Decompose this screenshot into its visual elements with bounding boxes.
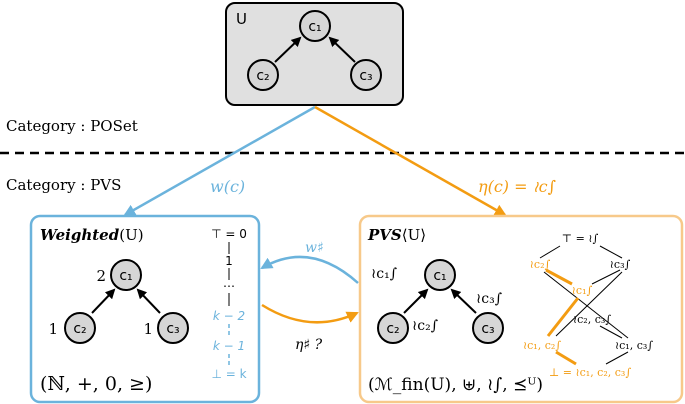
lat-edge-c3-c1c2 <box>555 271 623 337</box>
category-poset-label: Category : POSet <box>6 117 138 135</box>
eta-sharp-label: η♯ ? <box>295 337 323 353</box>
lat-c2c3: ≀c₂, c₃∫ <box>573 313 611 326</box>
category-pvs-label: Category : PVS <box>6 176 121 194</box>
weighted-edge-c2-c1 <box>91 288 116 314</box>
weight-c2: 1 <box>48 320 58 338</box>
w-arrow-label: w(c) <box>210 177 245 196</box>
lat-edge-c2-c1 <box>545 268 573 286</box>
pvs-node-c2: c₂ <box>377 312 409 344</box>
ladder-bottom: ⊥ = k <box>211 367 246 381</box>
pvs-node-label-c1: ≀c₁∫ <box>371 266 397 282</box>
pvs-node-c3: c₃ <box>472 312 504 344</box>
eta-arrow <box>314 105 507 217</box>
pvs-structure: (ℳ_fin(U), ⊎, ≀∫, ⪯ᵁ) <box>368 375 543 395</box>
pvs-lattice: ⊤ = ≀∫ ≀c₂∫ ≀c₃∫ ≀c₁∫ ≀c₂, c₃∫ ≀c₁, c₂∫ … <box>523 232 653 379</box>
weight-c3: 1 <box>143 320 153 338</box>
lat-top: ⊤ = ≀∫ <box>562 232 599 245</box>
top-node-c2: c₂ <box>247 59 279 91</box>
ladder-k2: k − 2 <box>213 309 245 323</box>
w-sharp-label: w♯ <box>305 240 324 256</box>
lat-c2: ≀c₂∫ <box>530 258 551 271</box>
lat-c1c2: ≀c₁, c₂∫ <box>523 339 561 352</box>
pvs-node-c1: c₁ <box>424 259 456 291</box>
svg-text:c₃: c₃ <box>359 68 372 84</box>
ladder-k1: k − 1 <box>213 339 245 353</box>
lat-c1: ≀c₁∫ <box>572 284 593 297</box>
lat-edge-c1c2-bottom <box>555 350 577 366</box>
weighted-edge-c3-c1 <box>136 288 161 314</box>
weighted-node-c1: c₁ <box>110 259 142 291</box>
weighted-structure: (ℕ, +, 0, ≥) <box>40 373 152 395</box>
svg-text:c₃: c₃ <box>481 321 494 337</box>
lat-edge-c3-c1 <box>591 269 621 285</box>
pvs-edge-c3-c1 <box>450 288 477 314</box>
lat-edge-c1-c1c2 <box>546 297 580 337</box>
svg-text:c₂: c₂ <box>256 68 269 84</box>
ladder-one: 1 <box>225 254 233 268</box>
svg-text:c₃: c₃ <box>166 321 179 337</box>
lat-bottom: ⊥ = ≀c₁, c₂, c₃∫ <box>549 366 631 379</box>
weight-c1: 2 <box>96 267 106 285</box>
lat-edge-c1c3-bottom <box>605 351 629 365</box>
pvs-node-label-c2: ≀c₂∫ <box>412 318 438 334</box>
weighted-box <box>29 214 261 404</box>
top-node-c1: c₁ <box>299 10 331 42</box>
ladder-top: ⊤ = 0 <box>211 227 247 241</box>
lat-c3: ≀c₃∫ <box>610 258 631 271</box>
lat-edge-top-c2 <box>539 245 561 259</box>
svg-text:c₁: c₁ <box>433 268 446 284</box>
top-edge-c2-c1 <box>274 36 302 63</box>
top-edge-c3-c1 <box>328 36 356 63</box>
weighted-node-c3: c₃ <box>157 312 189 344</box>
pvs-edge-c2-c1 <box>403 288 429 314</box>
weighted-node-c2: c₂ <box>64 312 96 344</box>
weighted-box-title: Weighted(U) <box>40 226 144 244</box>
w-arrow <box>123 105 316 217</box>
pvs-box-title: PVS⟨U⟩ <box>367 226 426 244</box>
lat-edge-c2c3-c1c3 <box>599 325 623 339</box>
pvs-node-label-c3: ≀c₃∫ <box>476 291 502 307</box>
svg-text:c₁: c₁ <box>119 268 132 284</box>
svg-text:c₂: c₂ <box>386 321 399 337</box>
svg-text:c₂: c₂ <box>73 321 86 337</box>
lat-c1c3: ≀c₁, c₃∫ <box>615 339 653 352</box>
top-box-title: U <box>236 10 247 28</box>
w-sharp-arrow <box>260 255 359 284</box>
top-node-c3: c₃ <box>350 59 382 91</box>
lat-edge-top-c3 <box>599 245 623 259</box>
eta-sharp-arrow <box>261 303 359 324</box>
svg-text:c₁: c₁ <box>308 19 321 35</box>
eta-arrow-label: η(c) = ≀c∫ <box>478 177 556 196</box>
ladder-dots: ⋯ <box>223 279 235 293</box>
lat-edge-c2-c1c3 <box>543 271 629 339</box>
